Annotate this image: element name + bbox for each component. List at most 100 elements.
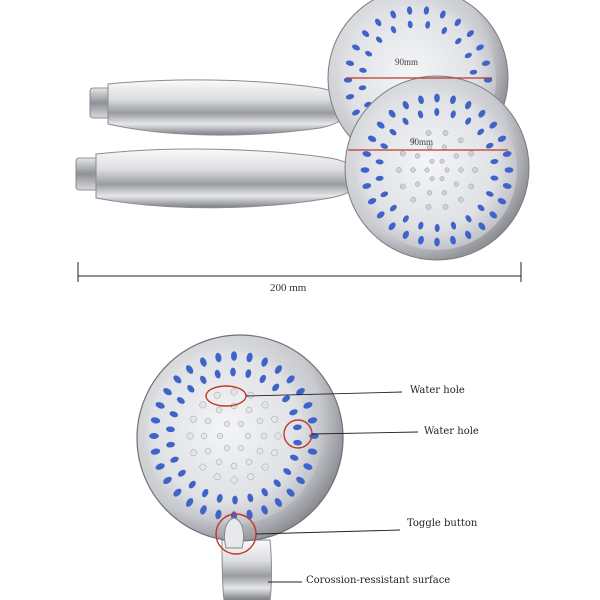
nozzle (365, 50, 373, 57)
nozzle (407, 20, 413, 29)
nozzle (149, 433, 159, 439)
nozzle (176, 397, 185, 404)
nozzle (274, 498, 283, 507)
nozzle (296, 387, 305, 396)
nozzle (497, 198, 507, 205)
nozzle (478, 109, 486, 118)
spray-hole (425, 204, 432, 210)
nozzle (187, 385, 195, 393)
spray-hole (247, 473, 255, 481)
center-spray-pattern (186, 388, 282, 484)
nozzle (155, 463, 165, 470)
callout-corrosion-surface: Corossion-ressistant surface (306, 575, 451, 586)
nozzle (388, 109, 396, 118)
nozzle (486, 191, 494, 197)
spray-hole (245, 406, 253, 414)
nozzle (307, 417, 318, 424)
nozzle (200, 375, 207, 384)
nozzle (286, 488, 295, 497)
spray-hole (442, 130, 449, 136)
nozzle (289, 409, 298, 416)
spray-hole (410, 196, 417, 203)
nozzle (465, 230, 472, 240)
spray-hole (274, 432, 282, 440)
nozzle (170, 456, 179, 463)
spray-hole (237, 420, 245, 427)
total-length-label: 200 mm (270, 282, 307, 294)
spray-hole (223, 420, 231, 427)
nozzle (273, 479, 281, 487)
nozzle (455, 37, 462, 45)
nozzle (202, 488, 209, 498)
spray-hole (441, 190, 448, 196)
nozzle (402, 230, 409, 240)
nozzle (388, 222, 396, 231)
spray-hole (271, 449, 279, 457)
shower-handle (221, 539, 272, 600)
nozzle (200, 357, 207, 367)
nozzle (434, 224, 440, 232)
nozzle (185, 365, 194, 374)
nozzle (283, 468, 292, 475)
nozzle (231, 351, 237, 361)
nozzle (477, 128, 485, 136)
spray-hole (399, 183, 406, 190)
nozzle (345, 94, 355, 100)
spray-hole (245, 458, 253, 466)
nozzle (163, 387, 172, 396)
nozzle (374, 18, 382, 27)
spray-hole (441, 144, 448, 150)
spray-hole (204, 447, 212, 455)
spray-hole (186, 432, 194, 440)
nozzle (464, 52, 472, 59)
nozzle (402, 100, 409, 110)
nozzle (360, 167, 370, 173)
nozzle (359, 67, 367, 73)
spray-hole (468, 183, 475, 190)
nozzle (418, 235, 424, 245)
nozzle (478, 222, 486, 231)
nozzle (274, 365, 283, 374)
nozzle (485, 142, 494, 149)
spray-hole (457, 196, 464, 203)
nozzle (367, 198, 377, 205)
nozzle (246, 352, 253, 363)
spray-hole (261, 401, 269, 409)
nozzle (362, 30, 370, 37)
nozzle-ring (149, 351, 319, 521)
nozzle (293, 439, 302, 446)
nozzle (230, 367, 236, 377)
nozzle (425, 21, 431, 29)
nozzle (441, 27, 448, 35)
nozzle (216, 494, 223, 503)
shower-head-front (75, 75, 530, 261)
spray-hole (426, 190, 433, 196)
nozzle (293, 424, 302, 431)
nozzle (450, 95, 456, 105)
nozzle (246, 509, 253, 520)
diameter-label-front: 90mm (410, 137, 434, 147)
spray-hole (215, 406, 223, 414)
head-face (357, 90, 517, 250)
nozzle (214, 369, 221, 379)
nozzle (289, 454, 299, 461)
spray-hole (230, 476, 238, 484)
nozzle (261, 505, 268, 515)
nozzle (215, 509, 222, 520)
nozzle (177, 469, 186, 477)
spray-hole (439, 176, 445, 182)
nozzle (406, 6, 413, 15)
spray-hole (237, 445, 245, 452)
spray-hole (256, 447, 264, 455)
nozzle (489, 211, 498, 219)
shower-head-detail (136, 334, 344, 600)
nozzle (247, 493, 254, 503)
shower-handle (95, 148, 363, 209)
nozzle (439, 10, 446, 19)
thread-connector (75, 157, 99, 191)
nozzle (469, 69, 478, 75)
spray-hole (414, 181, 421, 187)
nozzle (215, 352, 222, 363)
spray-hole (399, 150, 406, 157)
